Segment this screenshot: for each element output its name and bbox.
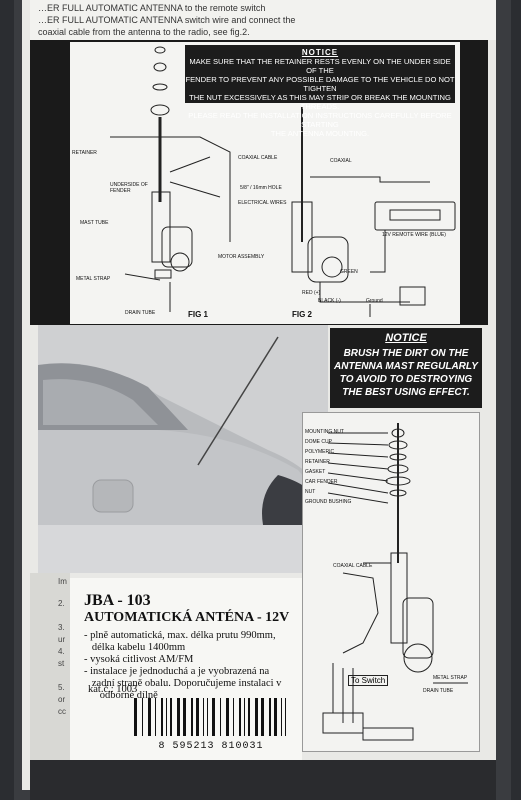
- catalog-number: kat.č.: 1003: [88, 684, 138, 695]
- fig2-remote: 12V REMOTE WIRE (BLUE): [382, 232, 446, 238]
- d2-label-a: MOUNTING NUT: [305, 429, 344, 435]
- notice-line: MAKE SURE THAT THE RETAINER RESTS EVENLY…: [189, 57, 451, 75]
- barcode-bars: [134, 698, 286, 736]
- notice-side-line: TO AVOID TO DESTROYING: [339, 374, 473, 385]
- label-strap: METAL STRAP: [76, 276, 111, 282]
- d2-label-c: POLYMERIC: [305, 449, 335, 455]
- installation-drawing: [110, 46, 456, 317]
- d2-label-b: DOME CUP: [305, 439, 332, 445]
- fig2-caption: FIG 2: [292, 310, 313, 319]
- desc-line: zadní straně obalu. Doporučujeme instala…: [84, 678, 282, 689]
- fig1-caption: FIG 1: [188, 310, 209, 319]
- car-photo: [38, 325, 328, 573]
- top-line-2: …ER FULL AUTOMATIC ANTENNA switch wire a…: [38, 15, 296, 25]
- d2-label-h: GROUND BUSHING: [305, 499, 352, 505]
- d2-label-g: NUT: [305, 489, 316, 495]
- left-text-strip: Im 2. 3. ur 4. st 5. or cc: [30, 573, 70, 763]
- product-label: JBA - 103 AUTOMATICKÁ ANTÉNA - 12V - pln…: [70, 578, 302, 760]
- notice-line: FENDER TO PREVENT ANY POSSIBLE DAMAGE TO…: [185, 75, 455, 93]
- fig2-ground: Ground: [366, 298, 383, 304]
- strip-text: ur: [58, 635, 66, 644]
- to-switch-label: To Switch: [348, 675, 389, 686]
- top-instructions: …ER FULL AUTOMATIC ANTENNA to the remote…: [30, 0, 496, 40]
- package-bottom: [30, 760, 496, 800]
- fig2-green: GREEN: [340, 269, 358, 275]
- label-retainer: RETAINER: [72, 150, 97, 156]
- desc-line: délka kabelu 1400mm: [84, 642, 186, 653]
- barcode-digits: 8 595213 810031: [158, 741, 264, 752]
- fig2-black: BLACK (-): [318, 298, 341, 304]
- exploded-diagram: MOUNTING NUT DOME CUP POLYMERIC RETAINER…: [302, 412, 480, 752]
- product-name: AUTOMATICKÁ ANTÉNA - 12V: [84, 610, 290, 625]
- top-line-1: …ER FULL AUTOMATIC ANTENNA to the remote…: [38, 3, 266, 13]
- notice-side-line: ANTENNA MAST REGULARLY: [334, 361, 478, 372]
- notice-side-title: NOTICE: [385, 332, 427, 344]
- label-hole: 5/8" / 16mm HOLE: [240, 185, 282, 191]
- barcode: 8 595213 810031: [130, 698, 292, 752]
- strip-text: 4.: [58, 647, 65, 656]
- notice-line: PLEASE READ THE INSTALLATION INSTRUCTION…: [188, 111, 452, 129]
- car-illustration: [38, 325, 328, 573]
- strip-text: cc: [58, 707, 66, 716]
- d2-label-i: COAXIAL CABLE: [333, 563, 373, 569]
- strip-text: or: [58, 695, 66, 704]
- notice-side-line: THE BEST USING EFFECT.: [342, 387, 470, 398]
- notice-side-line: BRUSH THE DIRT ON THE: [343, 348, 469, 359]
- d2-label-d: RETAINER: [305, 459, 330, 465]
- label-coaxial-cable: COAXIAL CABLE: [238, 155, 278, 161]
- label-mast-tube: MAST TUBE: [80, 220, 109, 226]
- desc-line: - vysoká citlivost AM/FM: [84, 654, 194, 665]
- product-code: JBA - 103: [84, 592, 151, 609]
- desc-line: - plně automatická, max. délka prutu 990…: [84, 630, 276, 641]
- notice-maintenance: NOTICE BRUSH THE DIRT ON THE ANTENNA MAS…: [330, 328, 482, 408]
- label-motor: MOTOR ASSEMBLY: [218, 254, 265, 260]
- notice-mounting: NOTICE MAKE SURE THAT THE RETAINER RESTS…: [185, 45, 455, 138]
- desc-line: - instalace je jednoduchá a je vyobrazen…: [84, 666, 270, 677]
- strip-text: Im: [58, 577, 67, 586]
- d2-label-j: DRAIN TUBE: [423, 688, 454, 694]
- strip-text: 5.: [58, 683, 65, 692]
- exploded-drawing: [322, 423, 468, 741]
- strip-text: 2.: [58, 599, 65, 608]
- fig2-coaxial: COAXIAL: [330, 158, 352, 164]
- fig2-red: RED (+): [302, 290, 321, 296]
- notice-title: NOTICE: [301, 48, 339, 57]
- desc-line: odborné dílně: [84, 690, 158, 701]
- product-description: - plně automatická, max. délka prutu 990…: [84, 630, 299, 702]
- strip-text: st: [58, 659, 65, 668]
- strip-text: 3.: [58, 623, 65, 632]
- label-electrical: ELECTRICAL WIRES: [238, 200, 287, 206]
- notice-line: THE NUT EXCESSIVELY AS THIS MAY STRIP OR…: [189, 93, 451, 111]
- notice-line: THE ANTENNA MOUNTING.: [270, 129, 370, 138]
- d2-label-k: METAL STRAP: [433, 675, 468, 681]
- d2-label-e: GASKET: [305, 469, 326, 475]
- top-line-3: coaxial cable from the antenna to the ra…: [38, 27, 250, 37]
- label-underside: UNDERSIDE OF FENDER: [110, 182, 148, 194]
- d2-label-f: CAR FENDER: [305, 479, 338, 485]
- label-drain: DRAIN TUBE: [125, 310, 156, 316]
